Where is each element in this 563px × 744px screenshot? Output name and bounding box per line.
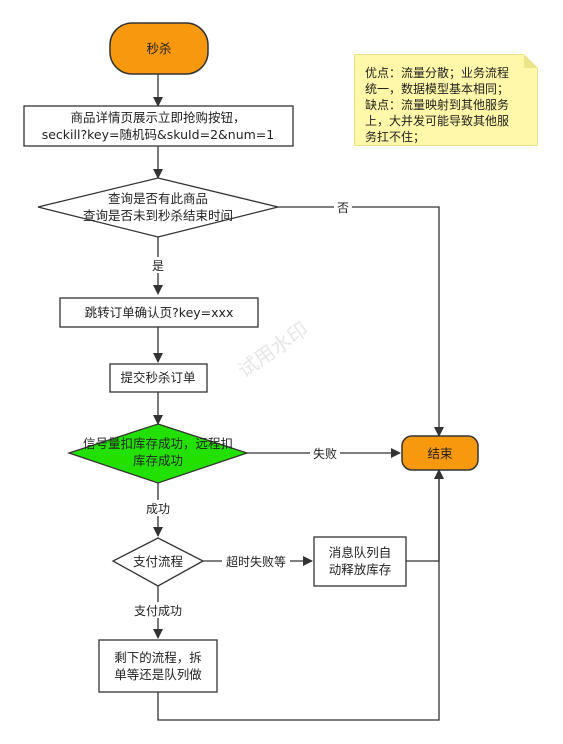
sticky-note: 优点：流量分散；业务流程 统一，数据模型基本相同； 缺点：流量映射到其他服务 上… bbox=[354, 54, 538, 146]
node-jump-confirm-text: 跳转订单确认页?key=xxx bbox=[85, 305, 234, 320]
node-mq-line1: 消息队列自 bbox=[329, 545, 392, 560]
node-payment-text: 支付流程 bbox=[133, 554, 184, 569]
node-payment-decision: 支付流程 bbox=[111, 537, 205, 587]
edge-rest-to-end bbox=[157, 469, 444, 721]
edge-labels: 否 是 失败 成功 超时失败等 支付成功 bbox=[128, 199, 352, 618]
node-mq-release: 消息队列自 动释放库存 bbox=[313, 536, 407, 587]
edge-mq-to-end bbox=[406, 469, 444, 562]
edge-label-timeout: 超时失败等 bbox=[226, 554, 286, 569]
node-deduct-line1: 信号量扣库存成功，远程扣 bbox=[83, 436, 233, 451]
node-query-decision: 查询是否有此商品 查询是否未到秒杀结束时间 bbox=[37, 177, 279, 238]
node-remaining-line1: 剩下的流程，拆 bbox=[114, 650, 202, 665]
node-product-detail: 商品详情页展示立即抢购按钮， seckill?key=随机码&skuId=2&n… bbox=[23, 105, 294, 147]
node-start-text: 秒杀 bbox=[146, 41, 171, 56]
node-end: 结束 bbox=[401, 435, 479, 471]
note-line: 统一，数据模型基本相同； bbox=[365, 82, 510, 96]
note-line: 务扛不住； bbox=[365, 130, 426, 144]
edge-label-success: 成功 bbox=[146, 502, 170, 516]
node-product-detail-line1: 商品详情页展示立即抢购按钮， bbox=[70, 110, 245, 125]
node-query-line2: 查询是否未到秒杀结束时间 bbox=[83, 208, 233, 223]
edge-label-yes: 是 bbox=[152, 259, 164, 273]
edge-query-no-to-end bbox=[278, 206, 444, 437]
node-remaining-flow: 剩下的流程，拆 单等还是队列做 bbox=[98, 639, 218, 693]
node-submit-order: 提交秒杀订单 bbox=[109, 363, 208, 393]
node-submit-order-text: 提交秒杀订单 bbox=[120, 370, 195, 385]
note-line: 上，大并发可能导致其他服 bbox=[365, 114, 510, 128]
edge-label-pay-success: 支付成功 bbox=[134, 604, 182, 618]
node-start: 秒杀 bbox=[109, 22, 209, 75]
node-jump-confirm: 跳转订单确认页?key=xxx bbox=[59, 297, 259, 328]
node-deduct-line2: 库存成功 bbox=[133, 453, 183, 468]
edge-label-no: 否 bbox=[337, 201, 349, 215]
edge-label-fail: 失败 bbox=[313, 446, 337, 461]
note-fold-corner bbox=[524, 54, 538, 68]
connectors bbox=[153, 74, 444, 721]
note-line: 优点：流量分散；业务流程 bbox=[365, 66, 510, 80]
node-end-text: 结束 bbox=[427, 446, 453, 461]
node-product-detail-line2: seckill?key=随机码&skuId=2&num=1 bbox=[42, 127, 275, 142]
node-query-line1: 查询是否有此商品 bbox=[108, 191, 208, 206]
node-mq-line2: 动释放库存 bbox=[329, 562, 392, 577]
note-line: 缺点：流量映射到其他服务 bbox=[365, 98, 510, 112]
node-remaining-line2: 单等还是队列做 bbox=[114, 667, 202, 682]
node-deduct-decision: 信号量扣库存成功，远程扣 库存成功 bbox=[66, 423, 250, 484]
